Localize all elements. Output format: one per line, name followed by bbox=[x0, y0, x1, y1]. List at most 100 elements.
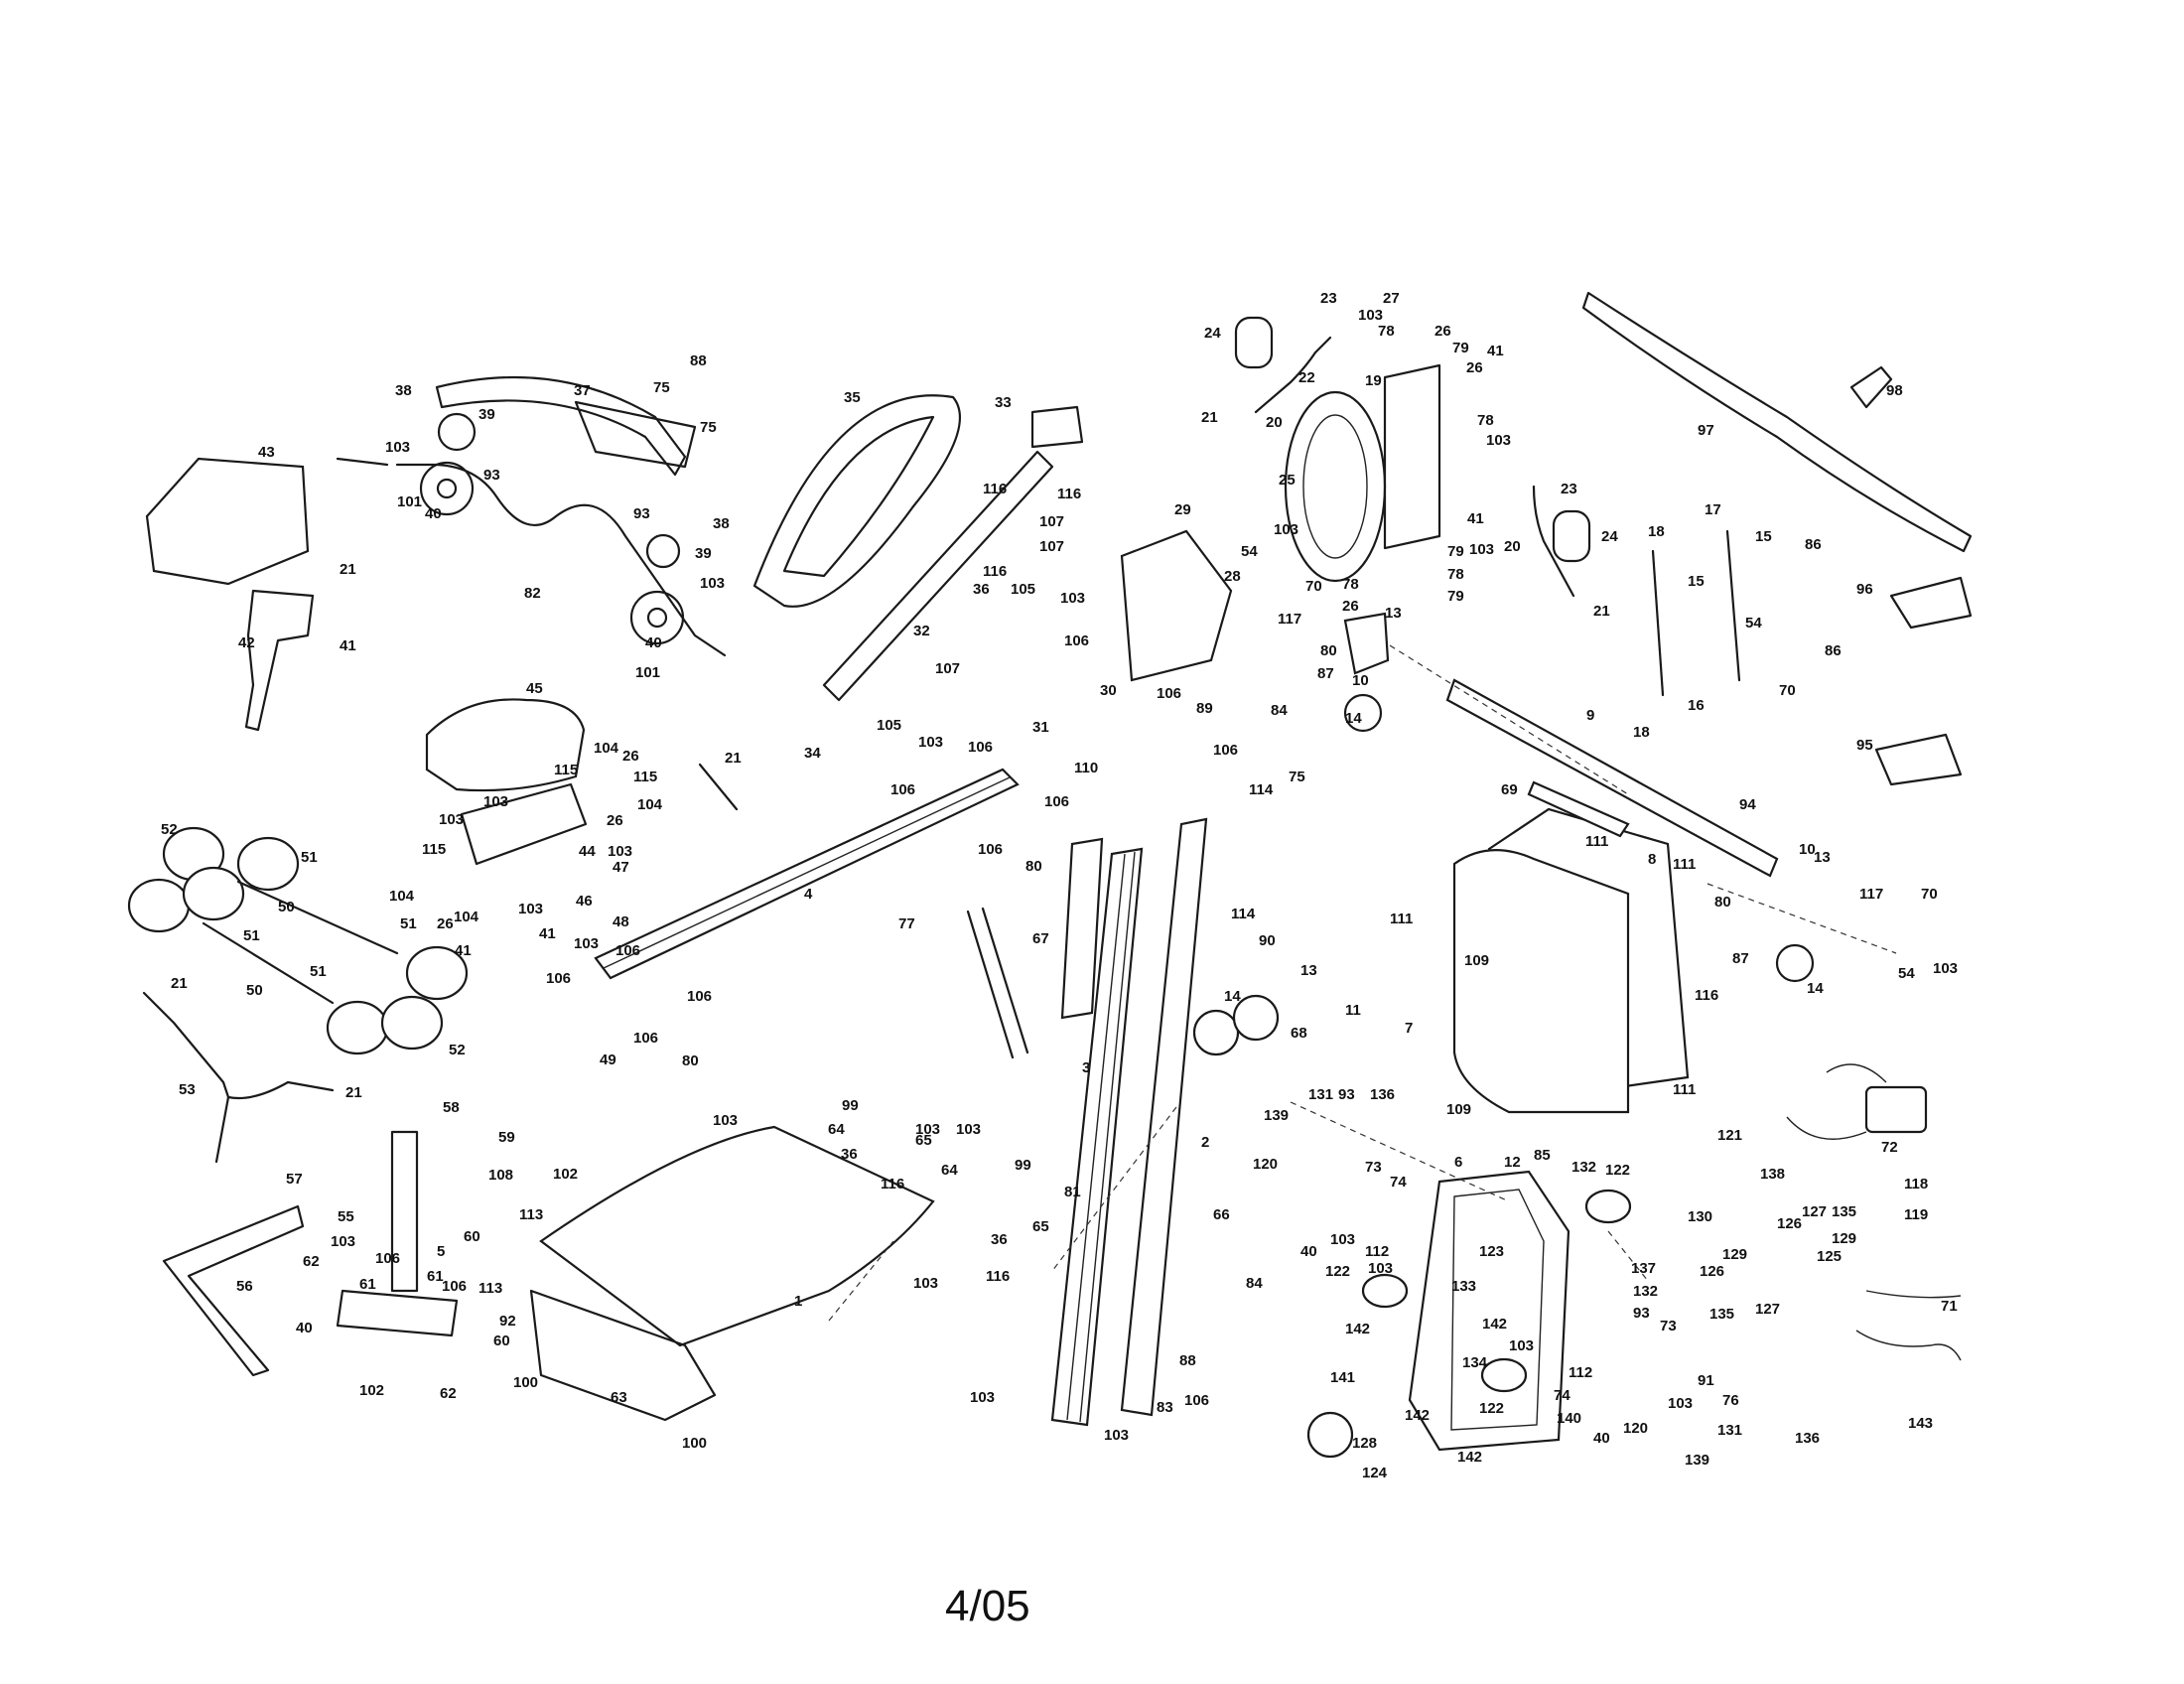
callout-115b: 115 bbox=[633, 769, 657, 785]
part-5-upright bbox=[390, 1130, 419, 1293]
callout-106l: 106 bbox=[375, 1250, 400, 1267]
callout-70b: 70 bbox=[1779, 682, 1796, 699]
part-122-spring-upper bbox=[1584, 1189, 1632, 1224]
part-15-upright-left bbox=[1651, 549, 1665, 697]
callout-10: 10 bbox=[1352, 672, 1369, 689]
callout-23: 23 bbox=[1320, 290, 1337, 307]
callout-93b: 93 bbox=[633, 505, 650, 522]
callout-41d: 41 bbox=[455, 942, 472, 959]
callout-62b: 62 bbox=[440, 1385, 457, 1402]
part-35-stabilizer-inner bbox=[782, 415, 935, 578]
callout-78b: 78 bbox=[1477, 412, 1494, 429]
callout-80: 80 bbox=[1025, 858, 1042, 875]
part-44-seat-carriage bbox=[460, 782, 588, 866]
part-40-pulley-right-hub bbox=[646, 607, 668, 629]
callout-103h: 103 bbox=[439, 811, 464, 828]
callout-50b: 50 bbox=[246, 982, 263, 999]
callout-107b: 107 bbox=[1039, 538, 1064, 555]
callout-15b: 15 bbox=[1755, 528, 1772, 545]
callout-37: 37 bbox=[574, 382, 591, 399]
callout-40b: 40 bbox=[645, 634, 662, 651]
callout-1: 1 bbox=[794, 1293, 802, 1310]
callout-139b: 139 bbox=[1685, 1452, 1709, 1469]
part-96-handle bbox=[1889, 576, 1973, 630]
callout-29: 29 bbox=[1174, 501, 1191, 518]
callout-39b: 39 bbox=[695, 545, 712, 562]
callout-8: 8 bbox=[1648, 851, 1656, 868]
callout-38b: 38 bbox=[713, 515, 730, 532]
callout-68: 68 bbox=[1291, 1025, 1307, 1042]
callout-17: 17 bbox=[1705, 501, 1721, 518]
callout-103v: 103 bbox=[1368, 1260, 1393, 1277]
callout-41c: 41 bbox=[1467, 510, 1484, 527]
callout-13: 13 bbox=[1300, 962, 1317, 979]
part-33-rail-cap bbox=[1030, 405, 1084, 449]
part-9-bar bbox=[1445, 678, 1779, 878]
callout-41: 41 bbox=[340, 637, 356, 654]
callout-103t: 103 bbox=[1104, 1427, 1129, 1444]
part-50-tube-lower bbox=[202, 921, 335, 1005]
callout-45: 45 bbox=[526, 680, 543, 697]
callout-2: 2 bbox=[1201, 1134, 1209, 1151]
part-63-base-cover bbox=[529, 1289, 717, 1422]
callout-35: 35 bbox=[844, 389, 861, 406]
part-25-arm-disc-inner bbox=[1302, 414, 1368, 559]
callout-100: 100 bbox=[513, 1374, 538, 1391]
callout-119: 119 bbox=[1904, 1206, 1928, 1223]
callout-111d: 111 bbox=[1673, 1081, 1696, 1098]
part-53-handlebar bbox=[142, 991, 335, 1100]
callout-116f: 116 bbox=[1695, 987, 1718, 1004]
callout-130: 130 bbox=[1688, 1208, 1712, 1225]
callout-92: 92 bbox=[499, 1313, 516, 1330]
callout-26c: 26 bbox=[1342, 598, 1359, 615]
callout-116: 116 bbox=[983, 481, 1007, 497]
callout-103y: 103 bbox=[1933, 960, 1958, 977]
callout-103b: 103 bbox=[700, 575, 725, 592]
callout-24: 24 bbox=[1204, 325, 1221, 342]
part-71-cable bbox=[1865, 1290, 1962, 1299]
callout-66: 66 bbox=[1213, 1206, 1230, 1223]
callout-80c: 80 bbox=[1320, 642, 1337, 659]
callout-7: 7 bbox=[1405, 1020, 1413, 1037]
callout-36b: 36 bbox=[991, 1231, 1008, 1248]
part-40-pulley-left bbox=[419, 461, 475, 516]
callout-49: 49 bbox=[600, 1052, 616, 1068]
callout-106e: 106 bbox=[1044, 793, 1069, 810]
callout-106d: 106 bbox=[890, 781, 915, 798]
callout-21f: 21 bbox=[345, 1084, 362, 1101]
callout-41b: 41 bbox=[1487, 343, 1504, 359]
callout-52: 52 bbox=[161, 821, 178, 838]
callout-21d: 21 bbox=[725, 750, 742, 767]
callout-135: 135 bbox=[1832, 1203, 1856, 1220]
part-6-main-frame bbox=[1408, 1170, 1570, 1452]
callout-42: 42 bbox=[238, 634, 255, 651]
callout-89: 89 bbox=[1196, 700, 1213, 717]
callout-114: 114 bbox=[1249, 781, 1274, 798]
callout-120: 120 bbox=[1253, 1156, 1278, 1173]
callout-79b: 79 bbox=[1447, 543, 1464, 560]
callout-26e: 26 bbox=[607, 812, 623, 829]
part-52-roller-5 bbox=[405, 945, 469, 1001]
callout-127b: 127 bbox=[1755, 1301, 1780, 1318]
callout-116d: 116 bbox=[881, 1176, 904, 1193]
date-code: 4/05 bbox=[945, 1582, 1030, 1630]
callout-61: 61 bbox=[359, 1276, 376, 1293]
callout-106k: 106 bbox=[633, 1030, 658, 1047]
part-122-spring-right bbox=[1480, 1357, 1528, 1393]
callout-138: 138 bbox=[1760, 1166, 1785, 1183]
callout-43: 43 bbox=[258, 444, 275, 461]
part-122-spring-left bbox=[1361, 1273, 1409, 1309]
callout-20: 20 bbox=[1266, 414, 1283, 431]
callout-31: 31 bbox=[1032, 719, 1049, 736]
callout-84b: 84 bbox=[1246, 1275, 1263, 1292]
callout-69: 69 bbox=[1501, 781, 1518, 798]
callout-107: 107 bbox=[1039, 513, 1064, 530]
callout-123: 123 bbox=[1479, 1243, 1504, 1260]
callout-81: 81 bbox=[1064, 1184, 1081, 1200]
callout-87: 87 bbox=[1317, 665, 1334, 682]
callout-121: 121 bbox=[1717, 1127, 1742, 1144]
callout-80b: 80 bbox=[682, 1052, 699, 1069]
part-72-power-supply bbox=[1864, 1085, 1928, 1134]
part-143-cable bbox=[1855, 1330, 1962, 1361]
